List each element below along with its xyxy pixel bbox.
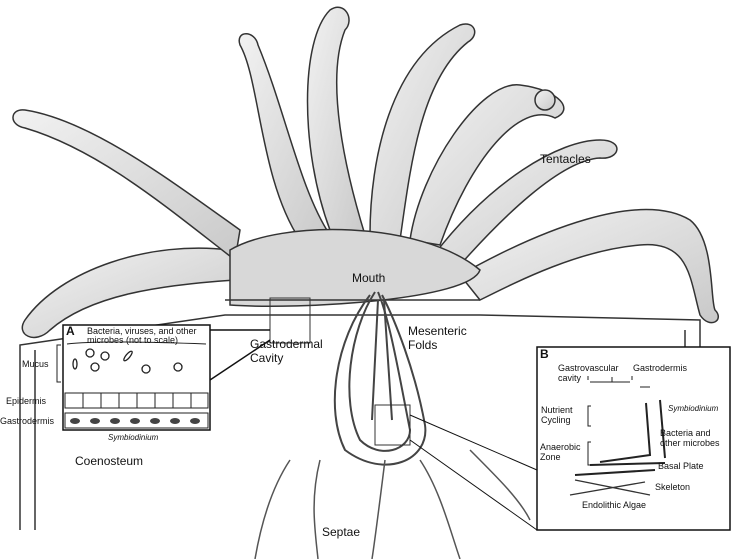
inset-a-drawing xyxy=(56,324,211,431)
label-mesenteric-1: Mesenteric xyxy=(408,324,467,338)
inset-a-microbes-2: microbes (not to scale) xyxy=(87,335,179,345)
label-coenosteum: Coenosteum xyxy=(75,454,144,468)
label-gastrodermal-1: Gastrodermal xyxy=(250,337,323,351)
inset-b-symbiodinium: Symbiodinium xyxy=(668,404,719,413)
inset-b-nutrient-1: Nutrient xyxy=(541,405,573,415)
inset-a-epidermis: Epidermis xyxy=(6,396,47,406)
inset-a-gastrodermis: Gastrodermis xyxy=(0,416,55,426)
inset-b-nutrient-2: Cycling xyxy=(541,415,571,425)
inset-b-basal-plate: Basal Plate xyxy=(658,461,704,471)
inset-b-bacteria-1: Bacteria and xyxy=(660,428,711,438)
label-gastrodermal-2: Cavity xyxy=(250,351,284,365)
inset-b-skeleton: Skeleton xyxy=(655,482,691,492)
inset-b-gastrovascular-2: cavity xyxy=(558,373,582,383)
tentacles xyxy=(12,6,720,339)
mesenteric-folds xyxy=(333,291,427,466)
inset-b-letter: B xyxy=(540,347,549,361)
zoom-box-b xyxy=(374,404,411,446)
inset-b-anaerobic-2: Zone xyxy=(540,452,561,462)
label-mouth: Mouth xyxy=(352,271,386,285)
inset-a-letter: A xyxy=(66,324,75,338)
inset-b-drawing xyxy=(536,346,731,531)
inset-b-bacteria-2: other microbes xyxy=(660,438,720,448)
label-mesenteric-2: Folds xyxy=(408,338,438,352)
inset-b-gastrovascular-1: Gastrovascular xyxy=(558,363,619,373)
zoom-box-a xyxy=(269,297,311,344)
septae xyxy=(254,449,531,559)
inset-b-gastrodermis: Gastrodermis xyxy=(633,363,688,373)
inset-a-mucus: Mucus xyxy=(22,359,49,369)
label-septae: Septae xyxy=(322,525,361,539)
inset-b-anaerobic-1: Anaerobic xyxy=(540,442,581,452)
inset-b-endolithic-algae: Endolithic Algae xyxy=(582,500,647,510)
inset-a-microbes-1: Bacteria, viruses, and other xyxy=(87,326,197,336)
label-tentacles: Tentacles xyxy=(540,152,591,166)
inset-a-symbiodinium: Symbiodinium xyxy=(108,433,159,442)
